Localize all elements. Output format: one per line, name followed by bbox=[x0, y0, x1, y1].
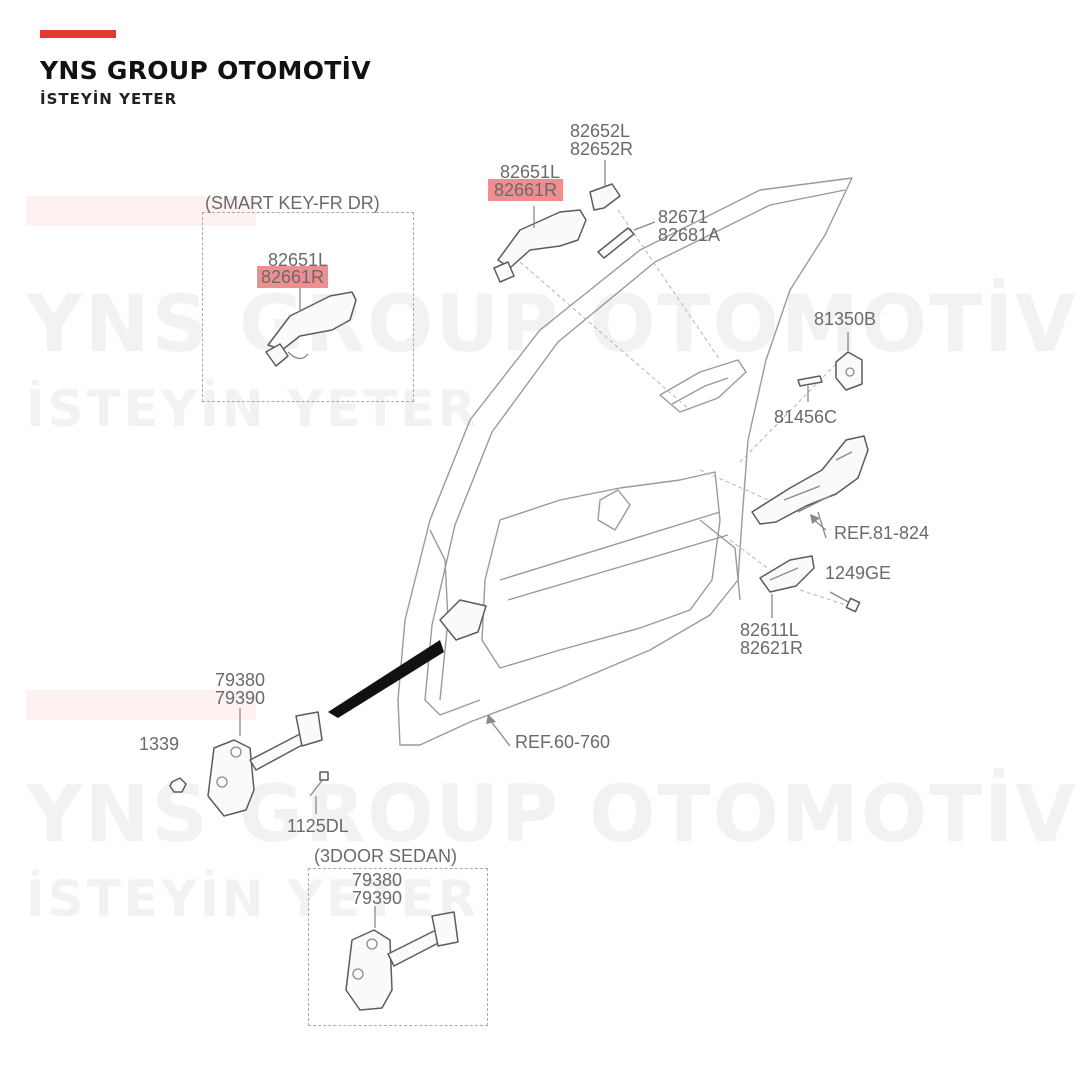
part-number-label: 1125DL bbox=[287, 816, 349, 836]
part-number-label: 81350B bbox=[814, 309, 877, 329]
inside-handle-icon bbox=[759, 555, 861, 618]
part-number-label: 82671 bbox=[658, 207, 709, 227]
three-door-group-title: (3DOOR SEDAN) bbox=[314, 846, 458, 866]
brand-accent-bar bbox=[40, 30, 116, 38]
door-checker-icon bbox=[207, 599, 487, 817]
part-number-label: 82681A bbox=[658, 225, 721, 245]
part-number-label: 82652L bbox=[570, 121, 631, 141]
bolt-icon bbox=[309, 771, 329, 814]
part-number-label: 79390 bbox=[215, 688, 266, 708]
nut-icon bbox=[169, 777, 187, 793]
outside-handle-icon bbox=[493, 160, 656, 283]
part-number-label: 79380 bbox=[215, 670, 266, 690]
highlighted-part-number: 82661R bbox=[257, 266, 329, 288]
latch-icon bbox=[797, 332, 863, 402]
outside-handle-icon bbox=[265, 287, 357, 367]
door-checker-icon bbox=[345, 906, 459, 1011]
highlighted-part-number: 82661R bbox=[488, 179, 564, 201]
brand-subtitle: İSTEYİN YETER bbox=[40, 90, 178, 108]
bolt-icon bbox=[829, 591, 861, 613]
part-number-label: 82652R bbox=[570, 139, 634, 159]
part-number-label: 82611L bbox=[740, 620, 799, 640]
smart-key-group-box bbox=[202, 212, 414, 402]
part-number-label: 81456C bbox=[774, 407, 838, 427]
part-number-label: 79390 bbox=[352, 888, 403, 908]
part-number-label: 82661R bbox=[257, 266, 329, 288]
part-number-label: 79380 bbox=[352, 870, 403, 890]
watermark-band bbox=[26, 690, 256, 720]
latch-icon bbox=[751, 435, 869, 539]
part-number-label: 1249GE bbox=[825, 563, 892, 583]
smart-key-group-title: (SMART KEY-FR DR) bbox=[205, 193, 380, 213]
door-panel-icon bbox=[397, 177, 853, 746]
part-number-label: 82651L bbox=[268, 250, 329, 270]
brand-title: YNS GROUP OTOMOTİV bbox=[40, 56, 371, 85]
part-number-label: 1339 bbox=[139, 735, 180, 754]
part-number-label: 82661R bbox=[488, 179, 564, 201]
part-number-label: 82651L bbox=[500, 162, 561, 182]
part-number-label: 82621R bbox=[740, 638, 804, 658]
reference-label: REF.60-760 bbox=[515, 732, 611, 752]
three-door-group-box bbox=[308, 868, 488, 1026]
watermark-band bbox=[26, 196, 256, 226]
reference-label: REF.81-824 bbox=[834, 523, 930, 543]
